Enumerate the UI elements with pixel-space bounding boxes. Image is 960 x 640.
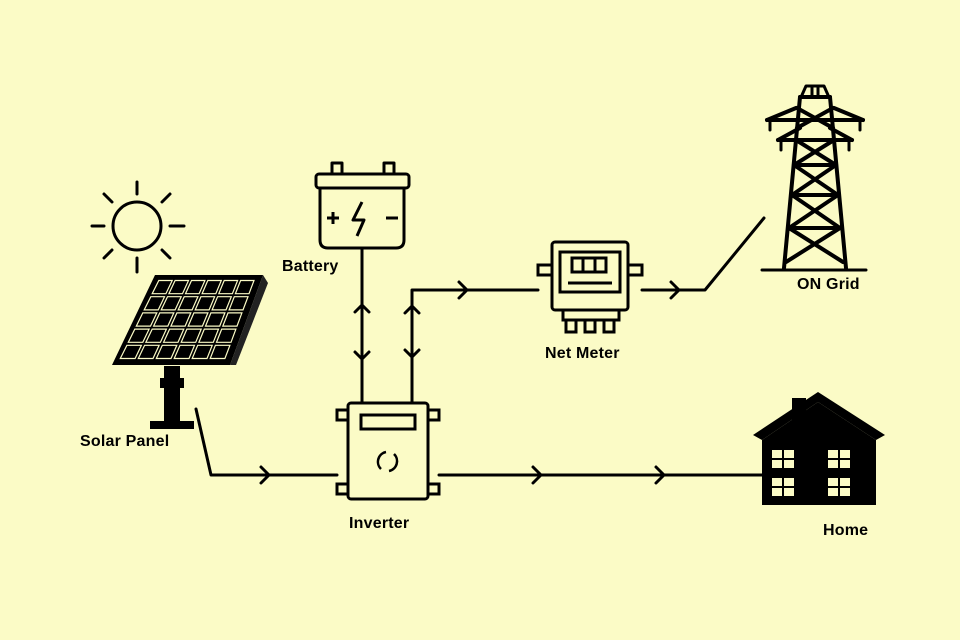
solar-cell (209, 344, 231, 360)
connection-lines (194, 216, 766, 477)
arrow-meter-up (403, 304, 421, 315)
solar-cell (151, 279, 174, 295)
solar-cell (211, 296, 233, 311)
solar-cell (187, 312, 209, 327)
solar-cell (137, 344, 161, 360)
arrow-solar-right (259, 465, 271, 485)
net-meter-icon (536, 240, 644, 334)
solar-cell (234, 279, 255, 295)
solar-cell (180, 328, 203, 343)
solar-cell (160, 296, 183, 311)
transmission-tower-icon (760, 84, 868, 272)
arrow-home-right-1 (531, 465, 543, 485)
solar-cell (155, 344, 178, 360)
solar-cell (184, 279, 206, 295)
solar-cell (144, 328, 168, 343)
arrow-home-right-2 (654, 465, 666, 485)
home-label: Home (823, 522, 869, 539)
wire-solar-to-inverter (194, 407, 339, 477)
solar-cell (198, 328, 220, 343)
wire-inverter-to-net-meter (410, 288, 540, 405)
solar-cell (167, 279, 190, 295)
on-grid-label: ON Grid (797, 276, 860, 293)
solar-cell (177, 296, 199, 311)
arrow-battery-down (353, 350, 371, 361)
net-meter-label: Net Meter (545, 345, 620, 362)
solar-cell (143, 296, 166, 311)
arrow-battery-up (353, 303, 371, 314)
wire-net-meter-to-grid (640, 216, 766, 292)
inverter-icon (335, 401, 441, 501)
solar-cell (215, 328, 237, 343)
solar-cell (119, 344, 143, 360)
arrow-meter-down (403, 348, 421, 359)
solar-cell (201, 279, 223, 295)
solar-cell (221, 312, 243, 327)
home-icon (753, 392, 885, 505)
sun-icon (90, 180, 186, 274)
solar-cell (194, 296, 216, 311)
solar-cell (204, 312, 226, 327)
inverter-label: Inverter (349, 515, 410, 532)
solar-cell (191, 344, 214, 360)
solar-cell (162, 328, 185, 343)
solar-cell (217, 279, 239, 295)
solar-cell (169, 312, 192, 327)
solar-cell (127, 328, 151, 343)
solar-cell (135, 312, 158, 327)
battery-label: Battery (282, 258, 339, 275)
solar-cell (228, 296, 249, 311)
battery-icon (314, 161, 411, 250)
flow-arrows (259, 280, 681, 485)
solar-cell (152, 312, 175, 327)
arrow-grid-right (669, 280, 681, 300)
solar-panel-label: Solar Panel (80, 433, 170, 450)
arrow-net-meter-right (457, 280, 469, 300)
solar-panel-icon (112, 275, 268, 429)
solar-cell (173, 344, 196, 360)
